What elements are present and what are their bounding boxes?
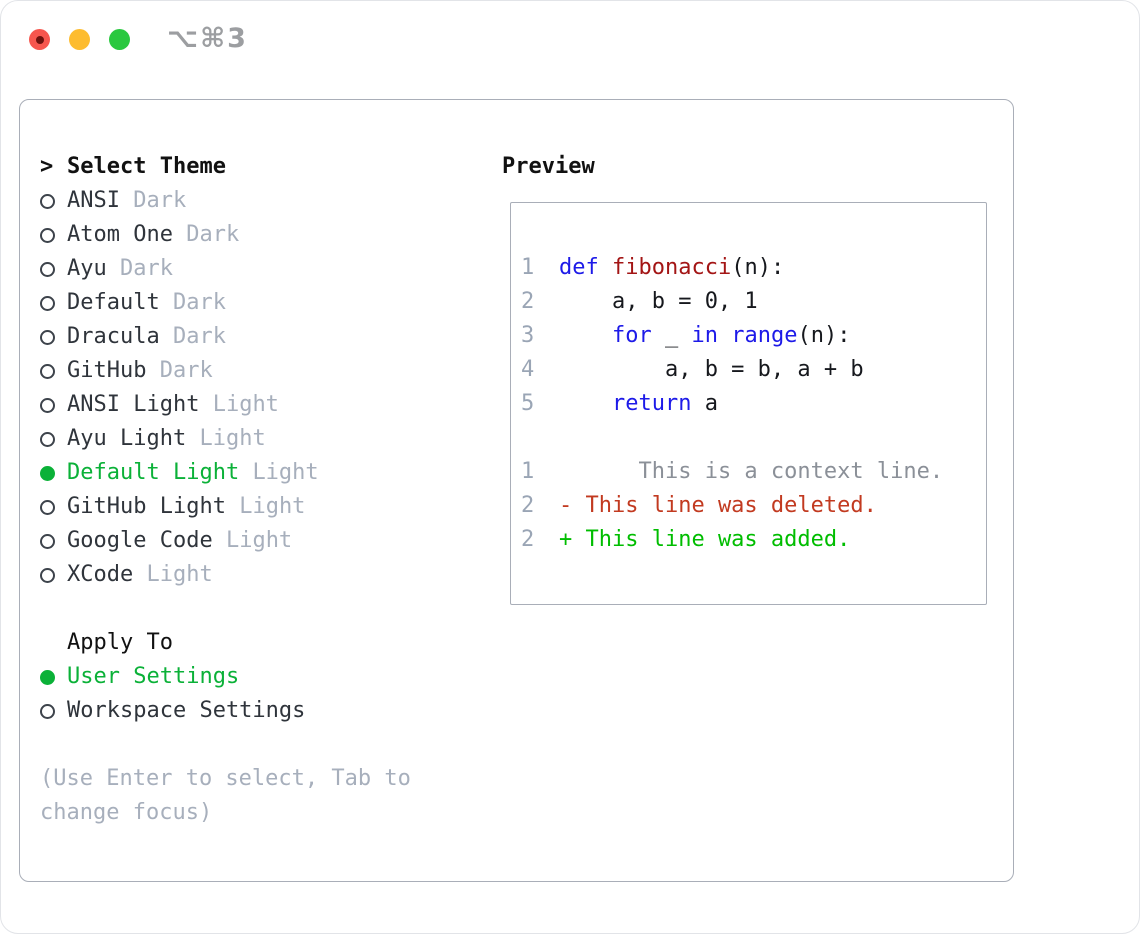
title-bar: ⌥⌘3 bbox=[1, 1, 1139, 79]
line-number: 4 bbox=[521, 357, 535, 382]
line-number: 1 bbox=[521, 255, 535, 280]
line-number: 2 bbox=[521, 527, 535, 552]
line-number: 3 bbox=[521, 323, 535, 348]
apply-option-workspace-settings[interactable]: Workspace Settings bbox=[40, 694, 470, 728]
theme-option-github-light[interactable]: GitHub Light Light bbox=[40, 490, 470, 524]
apply-to-title: Apply To bbox=[67, 630, 173, 655]
radio-icon bbox=[40, 388, 67, 422]
prompt-marker: > bbox=[40, 150, 67, 184]
radio-icon bbox=[40, 490, 67, 524]
code-line: 5 return a bbox=[521, 387, 986, 421]
code-line: 2 - This line was deleted. bbox=[521, 489, 986, 523]
code-line: 2 a, b = 0, 1 bbox=[521, 285, 986, 319]
radio-icon bbox=[40, 524, 67, 558]
theme-option-ansi-light[interactable]: ANSI Light Light bbox=[40, 388, 470, 422]
code-content: a, b = 0, 1 bbox=[559, 289, 758, 314]
theme-option-default-light[interactable]: Default Light Light bbox=[40, 456, 470, 490]
select-theme-title: Select Theme bbox=[67, 154, 226, 179]
apply-to-header: Apply To bbox=[40, 626, 470, 660]
prompt-icon: > bbox=[40, 154, 54, 179]
zoom-button[interactable] bbox=[109, 29, 130, 50]
theme-tag bbox=[120, 184, 133, 218]
code-content: def fibonacci(n): bbox=[559, 255, 785, 280]
code-line: 4 a, b = b, a + b bbox=[521, 353, 986, 387]
theme-option-default-dark[interactable]: Default Dark bbox=[40, 286, 470, 320]
close-button[interactable] bbox=[29, 29, 50, 50]
radio-icon bbox=[40, 286, 67, 320]
code-content: return a bbox=[611, 391, 718, 416]
radio-icon bbox=[40, 354, 67, 388]
window-title: ⌥⌘3 bbox=[167, 23, 248, 54]
line-number bbox=[521, 421, 559, 455]
line-number: 2 bbox=[521, 493, 535, 518]
code-line: 2 + This line was added. bbox=[521, 523, 986, 557]
code-content: + This line was added. bbox=[559, 527, 851, 552]
radio-icon bbox=[40, 422, 67, 456]
minimize-button[interactable] bbox=[69, 29, 90, 50]
theme-option-github-dark[interactable]: GitHub Dark bbox=[40, 354, 470, 388]
theme-option-ansi-dark[interactable]: ANSI Dark bbox=[40, 184, 470, 218]
close-dot-icon bbox=[35, 35, 44, 44]
line-number: 2 bbox=[521, 289, 535, 314]
code-content: - This line was deleted. bbox=[559, 493, 877, 518]
radio-icon bbox=[40, 218, 67, 252]
theme-picker: > Select Theme ANSI Dark Atom One Dark A… bbox=[40, 150, 470, 830]
radio-icon bbox=[40, 320, 67, 354]
radio-icon bbox=[40, 558, 67, 592]
theme-option-xcode[interactable]: XCode Light bbox=[40, 558, 470, 592]
preview-title: Preview bbox=[502, 154, 595, 179]
theme-option-atom-one-dark[interactable]: Atom One Dark bbox=[40, 218, 470, 252]
select-theme-header: > Select Theme bbox=[40, 150, 470, 184]
code-line bbox=[521, 421, 986, 455]
theme-option-google-code[interactable]: Google Code Light bbox=[40, 524, 470, 558]
theme-option-ayu-dark[interactable]: Ayu Dark bbox=[40, 252, 470, 286]
apply-option-user-settings[interactable]: User Settings bbox=[40, 660, 470, 694]
code-content: This is a context line. bbox=[559, 459, 944, 484]
main-panel: > Select Theme ANSI Dark Atom One Dark A… bbox=[19, 99, 1014, 882]
code-content: a, b = b, a + b bbox=[559, 357, 864, 382]
line-number: 5 bbox=[521, 391, 535, 416]
theme-option-dracula-dark[interactable]: Dracula Dark bbox=[40, 320, 470, 354]
code-line: 1 def fibonacci(n): bbox=[521, 251, 986, 285]
code-line: 1 This is a context line. bbox=[521, 455, 986, 489]
theme-option-ayu-light[interactable]: Ayu Light Light bbox=[40, 422, 470, 456]
radio-icon bbox=[40, 694, 67, 728]
code-line: 3 for _ in range(n): bbox=[521, 319, 986, 353]
radio-selected-icon bbox=[40, 660, 67, 694]
keyboard-hint: (Use Enter to select, Tab to change focu… bbox=[40, 766, 411, 825]
line-number: 1 bbox=[521, 459, 535, 484]
radio-icon bbox=[40, 184, 67, 218]
radio-icon bbox=[40, 252, 67, 286]
code-content: for _ in range(n): bbox=[611, 323, 851, 348]
radio-selected-icon bbox=[40, 456, 67, 490]
